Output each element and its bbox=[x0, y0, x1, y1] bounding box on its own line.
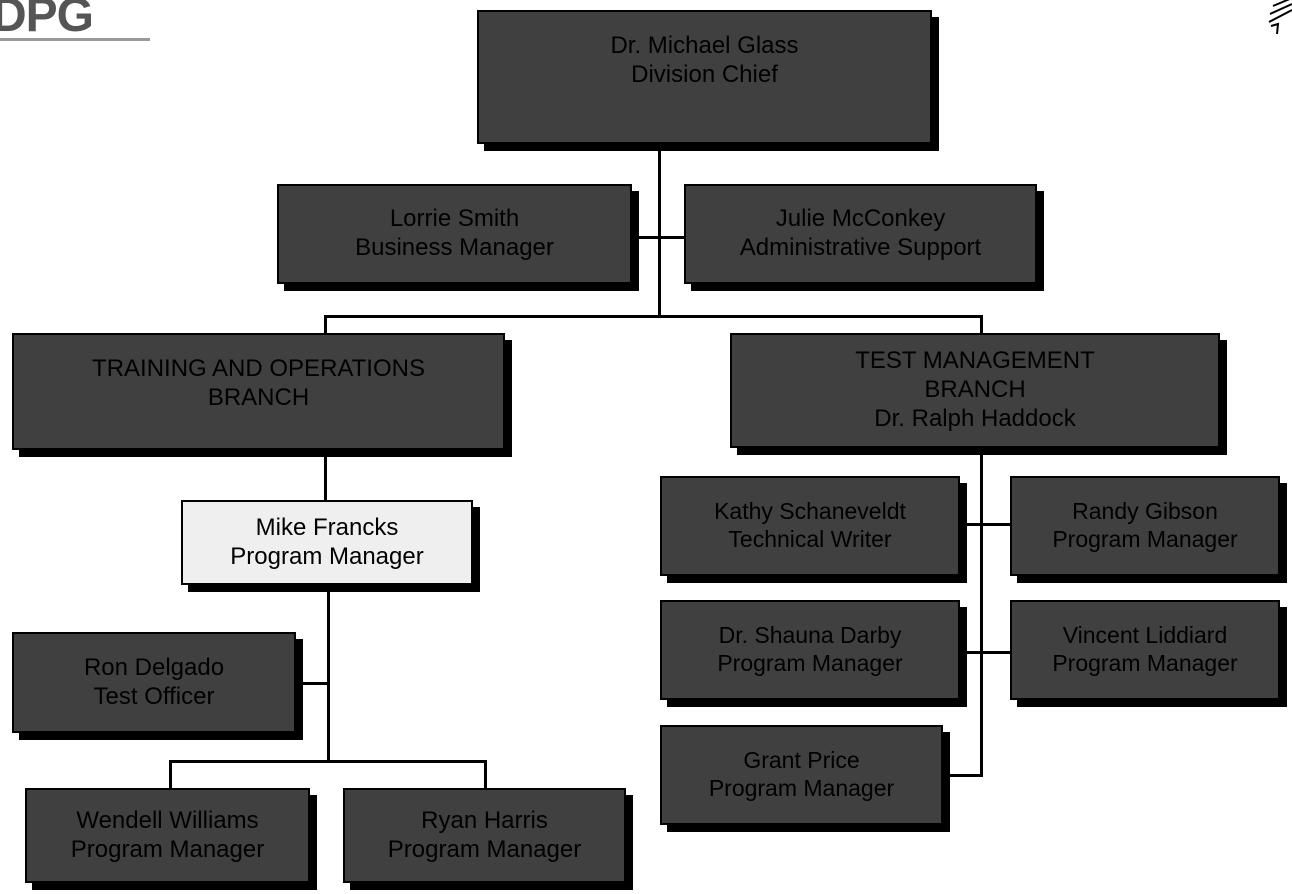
connector bbox=[980, 448, 983, 777]
logo: DPG bbox=[0, 0, 93, 40]
member-box: Vincent Liddiard Program Manager bbox=[1010, 600, 1280, 700]
connector bbox=[943, 774, 983, 777]
staff-box-business-manager: Lorrie Smith Business Manager bbox=[277, 184, 632, 284]
connector bbox=[324, 315, 983, 318]
connector bbox=[327, 585, 330, 760]
branch-line: TEST MANAGEMENT bbox=[855, 347, 1095, 375]
connector bbox=[324, 450, 327, 500]
test-officer-box: Ron Delgado Test Officer bbox=[12, 632, 296, 733]
member-name: Kathy Schaneveldt bbox=[714, 498, 906, 525]
chief-title: Division Chief bbox=[631, 60, 778, 88]
connector bbox=[294, 682, 329, 685]
chief-name: Dr. Michael Glass bbox=[610, 32, 799, 59]
connector bbox=[980, 315, 983, 333]
test-branch-box: TEST MANAGEMENT BRANCH Dr. Ralph Haddock bbox=[730, 333, 1220, 448]
staff-name: Julie McConkey bbox=[775, 205, 946, 233]
member-title: Program Manager bbox=[708, 775, 895, 801]
branch-line: BRANCH bbox=[207, 383, 310, 411]
logo-rule bbox=[0, 38, 150, 41]
member-name: Grant Price bbox=[743, 747, 860, 774]
staff-name: Lorrie Smith bbox=[389, 205, 520, 233]
connector bbox=[484, 760, 487, 788]
member-title: Technical Writer bbox=[728, 526, 892, 552]
member-title: Program Manager bbox=[387, 835, 582, 863]
connector bbox=[960, 523, 1010, 526]
branch-head: Dr. Ralph Haddock bbox=[874, 404, 1076, 432]
connector bbox=[658, 137, 661, 317]
member-name: Vincent Liddiard bbox=[1062, 622, 1228, 649]
member-box: Randy Gibson Program Manager bbox=[1010, 476, 1280, 576]
branch-line: TRAINING AND OPERATIONS bbox=[92, 355, 425, 382]
member-box: Grant Price Program Manager bbox=[660, 725, 943, 825]
staff-title: Administrative Support bbox=[739, 234, 982, 261]
connector bbox=[324, 315, 327, 333]
member-box: Ryan Harris Program Manager bbox=[343, 788, 626, 883]
officer-name: Ron Delgado bbox=[83, 653, 225, 681]
connector bbox=[169, 760, 172, 788]
emblem-icon bbox=[1268, 0, 1292, 35]
member-name: Randy Gibson bbox=[1072, 498, 1218, 525]
lead-title: Program Manager bbox=[230, 542, 424, 570]
staff-box-admin-support: Julie McConkey Administrative Support bbox=[684, 184, 1037, 284]
member-box: Kathy Schaneveldt Technical Writer bbox=[660, 476, 960, 576]
logo-text: DPG bbox=[0, 0, 94, 40]
connector bbox=[960, 651, 1010, 654]
member-title: Program Manager bbox=[1052, 650, 1238, 676]
training-branch-box: TRAINING AND OPERATIONS BRANCH bbox=[12, 333, 505, 450]
member-title: Program Manager bbox=[717, 650, 903, 676]
lead-name: Mike Francks bbox=[255, 513, 399, 541]
connector bbox=[632, 236, 684, 239]
officer-title: Test Officer bbox=[93, 682, 215, 710]
member-title: Program Manager bbox=[70, 835, 265, 863]
member-title: Program Manager bbox=[1052, 526, 1238, 552]
program-lead-box: Mike Francks Program Manager bbox=[181, 500, 473, 585]
member-box: Wendell Williams Program Manager bbox=[25, 788, 310, 883]
member-name: Wendell Williams bbox=[76, 806, 259, 834]
member-name: Ryan Harris bbox=[421, 806, 548, 834]
chief-box: Dr. Michael Glass Division Chief bbox=[477, 10, 932, 144]
staff-title: Business Manager bbox=[355, 234, 554, 261]
connector bbox=[169, 760, 487, 763]
member-name: Dr. Shauna Darby bbox=[718, 622, 902, 649]
branch-line: BRANCH bbox=[924, 376, 1026, 404]
member-box: Dr. Shauna Darby Program Manager bbox=[660, 600, 960, 700]
